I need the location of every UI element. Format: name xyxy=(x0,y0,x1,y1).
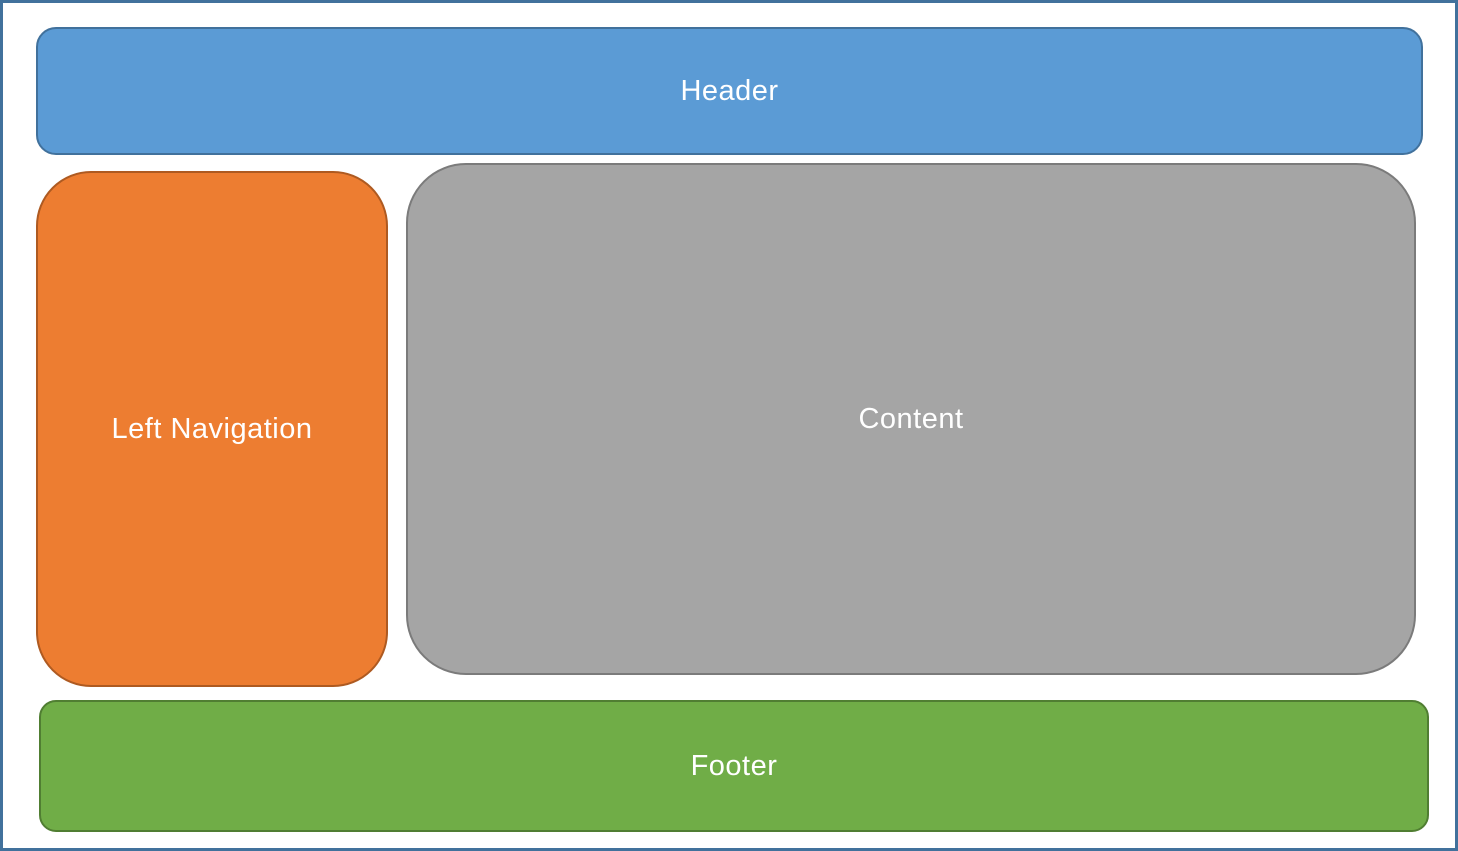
left-navigation-region: Left Navigation xyxy=(36,171,388,687)
footer-label: Footer xyxy=(690,749,778,782)
header-label: Header xyxy=(680,74,779,107)
content-region: Content xyxy=(406,163,1416,675)
header-region: Header xyxy=(36,27,1423,155)
left-navigation-label: Left Navigation xyxy=(111,412,313,445)
content-label: Content xyxy=(858,402,964,435)
footer-region: Footer xyxy=(39,700,1429,832)
